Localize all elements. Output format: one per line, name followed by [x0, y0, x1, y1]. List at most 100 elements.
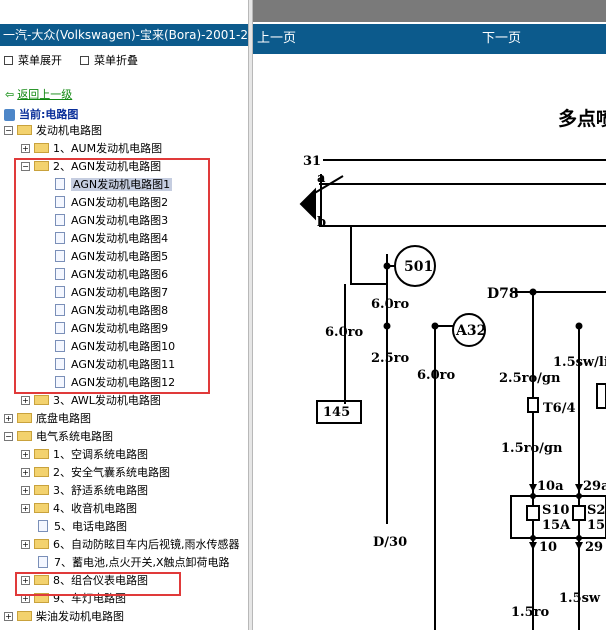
fuse-rating-15A-b: 15A — [587, 518, 606, 533]
tree-leaf-agn-1[interactable]: AGN发动机电路图1 — [55, 176, 173, 194]
folder-icon — [17, 125, 32, 135]
tree-node-instrument[interactable]: +8、组合仪表电路图 — [21, 574, 148, 587]
pin-label-29a: 29a — [583, 479, 606, 494]
wire-label-6.0ro-b: 6.0ro — [325, 325, 363, 340]
tree-node-airbag[interactable]: +2、安全气囊系统电路图 — [21, 466, 170, 479]
expand-toggle-icon[interactable]: + — [21, 503, 30, 513]
component-D78: D78 — [487, 286, 519, 302]
tree-node-aircon[interactable]: +1、空调系统电路图 — [21, 448, 148, 461]
tree-node-aum[interactable]: +1、AUM发动机电路图 — [21, 142, 163, 155]
expand-toggle-icon[interactable]: + — [21, 467, 30, 477]
collapse-toggle-icon[interactable]: − — [21, 161, 30, 171]
circuit-diagram: 31 a b 501 D78 A32 6.0ro 6.0ro 6.0ro 2.5… — [299, 154, 606, 630]
square-icon — [4, 55, 13, 65]
fuse-label-S10: S10 — [542, 503, 569, 518]
tree-node-radio[interactable]: +4、收音机电路图 — [21, 502, 137, 515]
tree-node-lights[interactable]: +9、车灯电路图 — [21, 592, 126, 605]
tree-leaf-agn-10[interactable]: AGN发动机电路图10 — [55, 338, 175, 356]
collapse-toggle-icon[interactable]: − — [4, 125, 13, 135]
expand-toggle-icon[interactable]: + — [21, 395, 30, 405]
expand-toggle-icon[interactable]: + — [21, 143, 30, 153]
expand-toggle-icon[interactable]: + — [21, 539, 30, 549]
menu-collapse-button[interactable]: 菜单折叠 — [80, 52, 138, 68]
tree-node-engine[interactable]: −发动机电路图 — [4, 124, 102, 137]
box-label-145: 145 — [323, 405, 350, 420]
folder-icon — [34, 449, 49, 459]
wire-label-6.0ro-a: 6.0ro — [371, 297, 409, 312]
back-link[interactable]: ⇦返回上一级 — [5, 88, 73, 101]
selected-item-label: AGN发动机电路图1 — [71, 178, 173, 191]
document-icon — [55, 376, 65, 388]
document-icon — [55, 358, 65, 370]
tree-node-awl[interactable]: +3、AWL发动机电路图 — [21, 394, 161, 407]
pin-label-10: 10 — [539, 540, 557, 555]
folder-icon — [17, 611, 32, 621]
tree-leaf-phone[interactable]: 5、电话电路图 — [38, 518, 127, 536]
folder-icon — [34, 503, 49, 513]
diagram-title: 多点喷 — [558, 108, 606, 130]
document-icon — [55, 322, 65, 334]
expand-toggle-icon[interactable]: + — [4, 611, 13, 621]
fuse-label-S22: S22 — [587, 503, 606, 518]
left-pane-title: 一汽-大众(Volkswagen)-宝来(Bora)-2001-2005 — [0, 24, 248, 46]
document-icon — [55, 268, 65, 280]
document-icon — [55, 214, 65, 226]
next-page-button[interactable]: 下一页 — [482, 31, 522, 46]
tree-leaf-agn-5[interactable]: AGN发动机电路图5 — [55, 248, 168, 266]
tree-leaf-battery[interactable]: 7、蓄电池,点火开关,X触点卸荷电路 — [38, 554, 230, 572]
viewer-top-strip — [253, 0, 606, 22]
label-31: 31 — [303, 154, 321, 169]
document-icon — [55, 304, 65, 316]
tree-leaf-agn-8[interactable]: AGN发动机电路图8 — [55, 302, 168, 320]
wire-label-1.5ro-gn: 1.5ro/gn — [501, 441, 563, 456]
folder-icon — [34, 539, 49, 549]
folder-icon — [34, 575, 49, 585]
back-arrow-icon: ⇦ — [5, 88, 15, 101]
tree-node-chassis[interactable]: +底盘电路图 — [4, 412, 91, 425]
document-icon — [55, 286, 65, 298]
tree-node-comfort[interactable]: +3、舒适系统电路图 — [21, 484, 148, 497]
tree-leaf-agn-6[interactable]: AGN发动机电路图6 — [55, 266, 168, 284]
tree-leaf-agn-3[interactable]: AGN发动机电路图3 — [55, 212, 168, 230]
folder-icon — [34, 593, 49, 603]
tree-leaf-agn-7[interactable]: AGN发动机电路图7 — [55, 284, 168, 302]
menu-expand-button[interactable]: 菜单展开 — [4, 52, 62, 68]
tree-node-agn[interactable]: −2、AGN发动机电路图 — [21, 160, 162, 173]
expand-toggle-icon[interactable]: + — [21, 575, 30, 585]
tree-leaf-agn-9[interactable]: AGN发动机电路图9 — [55, 320, 168, 338]
terminal-label-D-30: D/30 — [373, 535, 407, 550]
component-A32: A32 — [455, 323, 486, 339]
wire-label-2.5ro: 2.5ro — [371, 351, 409, 366]
tree-node-mirror[interactable]: +6、自动防眩目车内后视镜,雨水传感器 — [21, 538, 240, 551]
collapse-toggle-icon[interactable]: − — [4, 431, 13, 441]
document-icon — [38, 520, 48, 532]
tree-node-electrical[interactable]: −电气系统电路图 — [4, 430, 113, 443]
tree-node-diesel[interactable]: +柴油发动机电路图 — [4, 610, 124, 623]
expand-toggle-icon[interactable]: + — [21, 593, 30, 603]
tree-leaf-agn-11[interactable]: AGN发动机电路图11 — [55, 356, 175, 374]
tree-leaf-agn-4[interactable]: AGN发动机电路图4 — [55, 230, 168, 248]
computer-icon — [4, 109, 15, 121]
label-b: b — [317, 215, 326, 230]
document-icon — [55, 340, 65, 352]
document-icon — [55, 178, 65, 190]
previous-page-button[interactable]: 上一页 — [257, 31, 297, 46]
expand-toggle-icon[interactable]: + — [21, 449, 30, 459]
document-icon — [55, 250, 65, 262]
document-icon — [38, 556, 48, 568]
tree-leaf-agn-12[interactable]: AGN发动机电路图12 — [55, 374, 175, 392]
wire-label-1.5sw: 1.5sw — [559, 591, 601, 606]
wire-label-1.5ro: 1.5ro — [511, 605, 549, 620]
square-icon — [80, 55, 89, 65]
tree-leaf-agn-2[interactable]: AGN发动机电路图2 — [55, 194, 168, 212]
wire-label-2.5ro-gn: 2.5ro/gn — [499, 371, 561, 386]
fuse-rating-15A-a: 15A — [542, 518, 571, 533]
connector-T6-4: T6/4 — [543, 401, 576, 416]
current-location: 当前:电路图 — [4, 106, 78, 122]
pin-label-29: 29 — [585, 540, 603, 555]
document-icon — [55, 232, 65, 244]
expand-toggle-icon[interactable]: + — [21, 485, 30, 495]
pane-splitter[interactable] — [248, 0, 253, 630]
expand-toggle-icon[interactable]: + — [4, 413, 13, 423]
folder-icon — [34, 485, 49, 495]
